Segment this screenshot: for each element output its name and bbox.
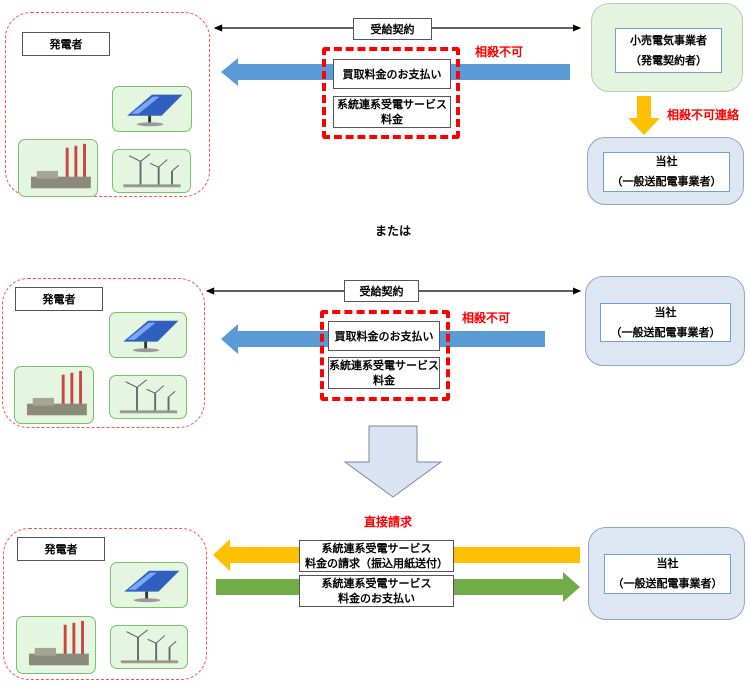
generator-group-3 <box>3 528 207 680</box>
generator-group-2 <box>2 278 205 428</box>
contract-label-2: 受給契約 <box>344 280 419 302</box>
offset-not-allowed-label-1: 相殺不可 <box>475 45 524 59</box>
retailer-label: 小売電気事業者 （発電契約者） <box>615 28 722 73</box>
retailer-line1: 小売電気事業者 <box>630 33 707 47</box>
retailer-line2: （発電契約者） <box>630 53 707 67</box>
offset-frame-2 <box>320 310 450 401</box>
thermal-power-plant-icon <box>14 366 94 424</box>
billing-label: 系統連系受電サービス 料金の請求（振込用紙送付） <box>299 540 454 572</box>
direct-billing-label: 直接請求 <box>364 515 413 529</box>
solar-panel-icon <box>112 86 192 132</box>
offset-notice-arrow <box>628 96 660 135</box>
purchase-payment-label-2: 買取料金のお支払い <box>328 321 440 351</box>
utility-label-2: 当社 （一般送配電事業者） <box>600 303 731 342</box>
utility-line1: 当社 <box>655 155 678 168</box>
grid-service-fee-line2: 料金 <box>373 374 395 387</box>
or-label: または <box>375 224 412 238</box>
grid-service-fee-label-1: 系統連系受電サービス 料金 <box>333 96 451 128</box>
utility-label-3: 当社 （一般送配電事業者） <box>604 554 731 594</box>
thermal-power-plant-icon <box>16 616 96 674</box>
solar-panel-icon <box>109 312 187 358</box>
utility-label-1: 当社 （一般送配電事業者） <box>603 152 730 192</box>
billing-line2: 料金の請求（振込用紙送付） <box>305 557 448 570</box>
generator-group-1 <box>5 12 210 197</box>
utility-box-3: 当社 （一般送配電事業者） <box>588 527 745 620</box>
offset-notice-label: 相殺不可連絡 <box>667 108 740 122</box>
generator-label-1: 発電者 <box>22 32 110 56</box>
solar-panel-icon <box>110 562 188 608</box>
utility-line2: （一般送配電事業者） <box>610 325 721 339</box>
down-arrow-icon <box>343 425 443 498</box>
thermal-power-plant-icon <box>18 139 98 197</box>
wind-turbine-icon <box>112 149 191 193</box>
utility-box-2: 当社 （一般送配電事業者） <box>585 276 745 366</box>
grid-service-fee-line2: 料金 <box>381 113 403 126</box>
offset-not-allowed-label-2: 相殺不可 <box>462 311 511 325</box>
generator-label-3: 発電者 <box>17 537 105 561</box>
contract-label-1: 受給契約 <box>353 18 432 40</box>
grid-service-fee-line1: 系統連系受電サービス <box>329 359 439 372</box>
payment-line2: 料金のお支払い <box>338 592 415 605</box>
retailer-box: 小売電気事業者 （発電契約者） <box>591 3 743 92</box>
wind-turbine-icon <box>110 625 188 669</box>
utility-line2: （一般送配電事業者） <box>611 175 722 188</box>
utility-line1: 当社 <box>654 305 677 319</box>
offset-frame-1 <box>322 47 460 139</box>
utility-line1: 当社 <box>656 557 679 570</box>
purchase-payment-label-1: 買取料金のお支払い <box>333 59 451 89</box>
utility-line2: （一般送配電事業者） <box>612 577 723 590</box>
wind-turbine-icon <box>109 375 187 419</box>
grid-service-fee-line1: 系統連系受電サービス <box>337 98 447 111</box>
payment-line1: 系統連系受電サービス <box>321 577 432 590</box>
grid-service-fee-label-2: 系統連系受電サービス 料金 <box>328 357 440 389</box>
payment-label: 系統連系受電サービス 料金のお支払い <box>299 575 454 607</box>
generator-label-2: 発電者 <box>15 287 103 311</box>
utility-box-1: 当社 （一般送配電事業者） <box>587 137 744 205</box>
billing-line1: 系統連系受電サービス <box>321 542 432 555</box>
